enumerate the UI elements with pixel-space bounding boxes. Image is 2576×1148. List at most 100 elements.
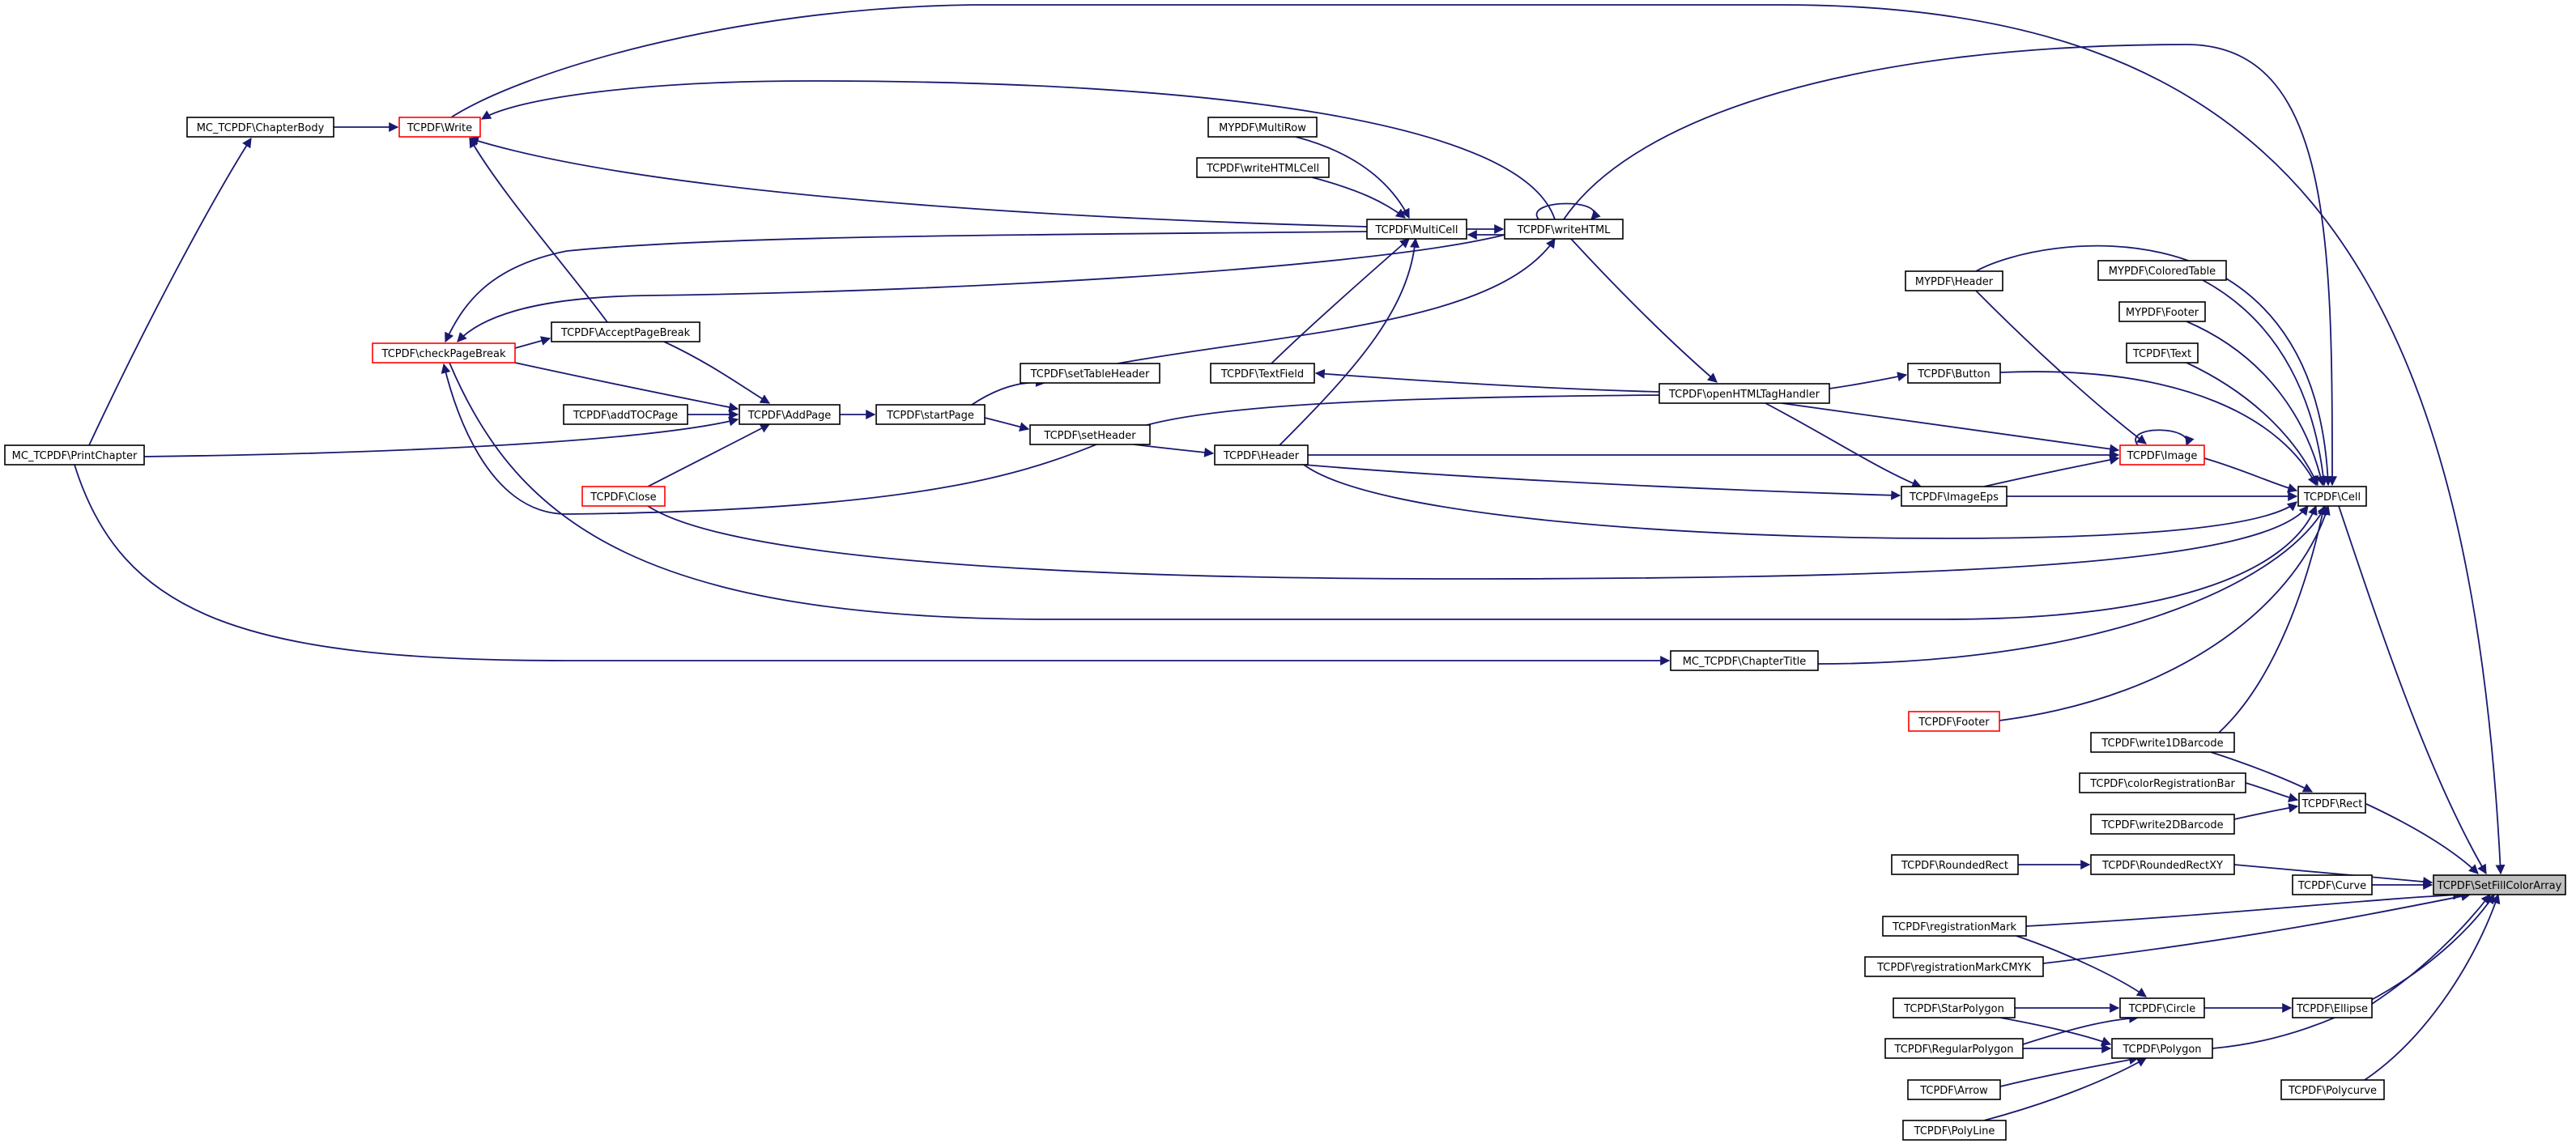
node-box[interactable]	[2292, 874, 2373, 895]
node-circle[interactable]: TCPDF\Circle	[2119, 997, 2205, 1018]
node-checkpagebreak[interactable]: TCPDF\checkPageBreak	[372, 342, 516, 364]
node-box[interactable]	[2111, 1038, 2213, 1059]
node-label: TCPDF\StarPolygon	[1903, 1003, 2004, 1015]
node-box[interactable]	[875, 404, 986, 425]
node-box[interactable]	[2119, 444, 2205, 466]
node-box[interactable]	[1907, 363, 2001, 384]
edge-writehtml-to-writehtml	[1535, 202, 1601, 220]
node-box[interactable]	[739, 404, 841, 425]
node-polycurve[interactable]: TCPDF\Polycurve	[2280, 1079, 2385, 1100]
node-box[interactable]	[1029, 424, 1151, 445]
node-box[interactable]	[2097, 260, 2227, 281]
node-polyline[interactable]: TCPDF\PolyLine	[1902, 1120, 2007, 1141]
node-box[interactable]	[372, 342, 516, 364]
node-openhtmltaghandler[interactable]: TCPDF\openHTMLTagHandler	[1658, 383, 1830, 404]
node-box[interactable]	[186, 117, 334, 138]
node-box[interactable]	[4, 444, 145, 466]
node-imageeps[interactable]: TCPDF\ImageEps	[1901, 486, 2008, 507]
node-box[interactable]	[2297, 486, 2367, 507]
node-box[interactable]	[1214, 444, 1309, 466]
node-box[interactable]	[2292, 997, 2373, 1018]
node-registrationmarkcmyk[interactable]: TCPDF\registrationMarkCMYK	[1864, 956, 2044, 977]
node-label: TCPDF\AddPage	[747, 410, 832, 422]
node-write[interactable]: TCPDF\Write	[398, 117, 481, 138]
node-roundedrect[interactable]: TCPDF\RoundedRect	[1891, 854, 2019, 875]
node-box[interactable]	[1908, 711, 2000, 732]
node-roundedrectxy[interactable]: TCPDF\RoundedRectXY	[2090, 854, 2235, 875]
node-image[interactable]: TCPDF\Image	[2119, 444, 2205, 466]
node-box[interactable]	[1020, 363, 1160, 384]
node-addtocpage[interactable]: TCPDF\addTOCPage	[563, 404, 688, 425]
node-cell[interactable]: TCPDF\Cell	[2297, 486, 2367, 507]
node-box[interactable]	[1884, 1038, 2024, 1059]
edge-multicell-to-checkpagebreak	[445, 231, 1368, 343]
node-box[interactable]	[563, 404, 688, 425]
node-footer_red[interactable]: TCPDF\Footer	[1908, 711, 2000, 732]
node-box[interactable]	[2118, 301, 2206, 322]
node-mycoloredtable[interactable]: MYPDF\ColoredTable	[2097, 260, 2227, 281]
node-colorregistrationbar[interactable]: TCPDF\colorRegistrationBar	[2079, 772, 2246, 793]
node-myheader[interactable]: MYPDF\Header	[1905, 270, 2003, 291]
node-setfillcolorarray[interactable]: TCPDF\SetFillColorArray	[2433, 874, 2566, 895]
node-box[interactable]	[2079, 772, 2246, 793]
edge-button-to-cell	[1999, 371, 2317, 487]
node-box[interactable]	[1901, 486, 2008, 507]
node-box[interactable]	[1207, 117, 1318, 138]
node-curve[interactable]: TCPDF\Curve	[2292, 874, 2373, 895]
node-box[interactable]	[1893, 997, 2016, 1018]
node-starpolygon[interactable]: TCPDF\StarPolygon	[1893, 997, 2016, 1018]
node-mymultirow[interactable]: MYPDF\MultiRow	[1207, 117, 1318, 138]
node-box[interactable]	[2090, 854, 2235, 875]
node-regularpolygon[interactable]: TCPDF\RegularPolygon	[1884, 1038, 2024, 1059]
node-box[interactable]	[1864, 956, 2044, 977]
node-acceptpagebreak[interactable]: TCPDF\AcceptPageBreak	[551, 321, 700, 342]
node-header[interactable]: TCPDF\Header	[1214, 444, 1309, 466]
node-box[interactable]	[2090, 732, 2235, 753]
node-box[interactable]	[1196, 157, 1330, 178]
node-close[interactable]: TCPDF\Close	[581, 486, 666, 507]
node-setheader[interactable]: TCPDF\setHeader	[1029, 424, 1151, 445]
node-box[interactable]	[2119, 997, 2205, 1018]
node-button[interactable]: TCPDF\Button	[1907, 363, 2001, 384]
node-box[interactable]	[1882, 916, 2027, 937]
node-polygon[interactable]: TCPDF\Polygon	[2111, 1038, 2213, 1059]
node-arrow[interactable]: TCPDF\Arrow	[1907, 1079, 2001, 1100]
node-box[interactable]	[1670, 650, 1819, 671]
node-box[interactable]	[551, 321, 700, 342]
edge-checkpagebreak-to-addpage	[514, 362, 739, 412]
node-mcchaptertitle[interactable]: MC_TCPDF\ChapterTitle	[1670, 650, 1819, 671]
node-multicell[interactable]: TCPDF\MultiCell	[1366, 219, 1467, 240]
node-startpage[interactable]: TCPDF\startPage	[875, 404, 986, 425]
node-layer: TCPDF\SetFillColorArray TCPDF\CellTCPDF\R…	[4, 117, 2566, 1141]
node-box[interactable]	[1366, 219, 1467, 240]
node-box[interactable]	[2280, 1079, 2385, 1100]
node-writehtmlcell[interactable]: TCPDF\writeHTMLCell	[1196, 157, 1330, 178]
node-registrationmark[interactable]: TCPDF\registrationMark	[1882, 916, 2027, 937]
node-text[interactable]: TCPDF\Text	[2126, 342, 2199, 364]
node-box[interactable]	[2126, 342, 2199, 364]
node-write2dbarcode[interactable]: TCPDF\write2DBarcode	[2090, 814, 2235, 835]
node-box[interactable]	[2090, 814, 2235, 835]
node-mcprintchapter[interactable]: MC_TCPDF\PrintChapter	[4, 444, 145, 466]
node-ellipse[interactable]: TCPDF\Ellipse	[2292, 997, 2373, 1018]
node-box[interactable]	[581, 486, 666, 507]
node-mcchapterbody[interactable]: MC_TCPDF\ChapterBody	[186, 117, 334, 138]
node-box[interactable]	[398, 117, 481, 138]
node-addpage[interactable]: TCPDF\AddPage	[739, 404, 841, 425]
node-box[interactable]	[1504, 219, 1624, 240]
node-box[interactable]	[2298, 793, 2366, 814]
node-box[interactable]	[1210, 363, 1315, 384]
node-box[interactable]	[2433, 874, 2566, 895]
node-box[interactable]	[1905, 270, 2003, 291]
node-box[interactable]	[1891, 854, 2019, 875]
node-box[interactable]	[1907, 1079, 2001, 1100]
node-textfield[interactable]: TCPDF\TextField	[1210, 363, 1315, 384]
node-rect[interactable]: TCPDF\Rect	[2298, 793, 2366, 814]
node-box[interactable]	[1902, 1120, 2007, 1141]
node-myfooter[interactable]: MYPDF\Footer	[2118, 301, 2206, 322]
edge-polycurve-to-setfillcolorarray	[2364, 893, 2501, 1081]
node-box[interactable]	[1658, 383, 1830, 404]
node-write1dbarcode[interactable]: TCPDF\write1DBarcode	[2090, 732, 2235, 753]
node-settableheader[interactable]: TCPDF\setTableHeader	[1020, 363, 1160, 384]
node-writehtml[interactable]: TCPDF\writeHTML	[1504, 219, 1624, 240]
